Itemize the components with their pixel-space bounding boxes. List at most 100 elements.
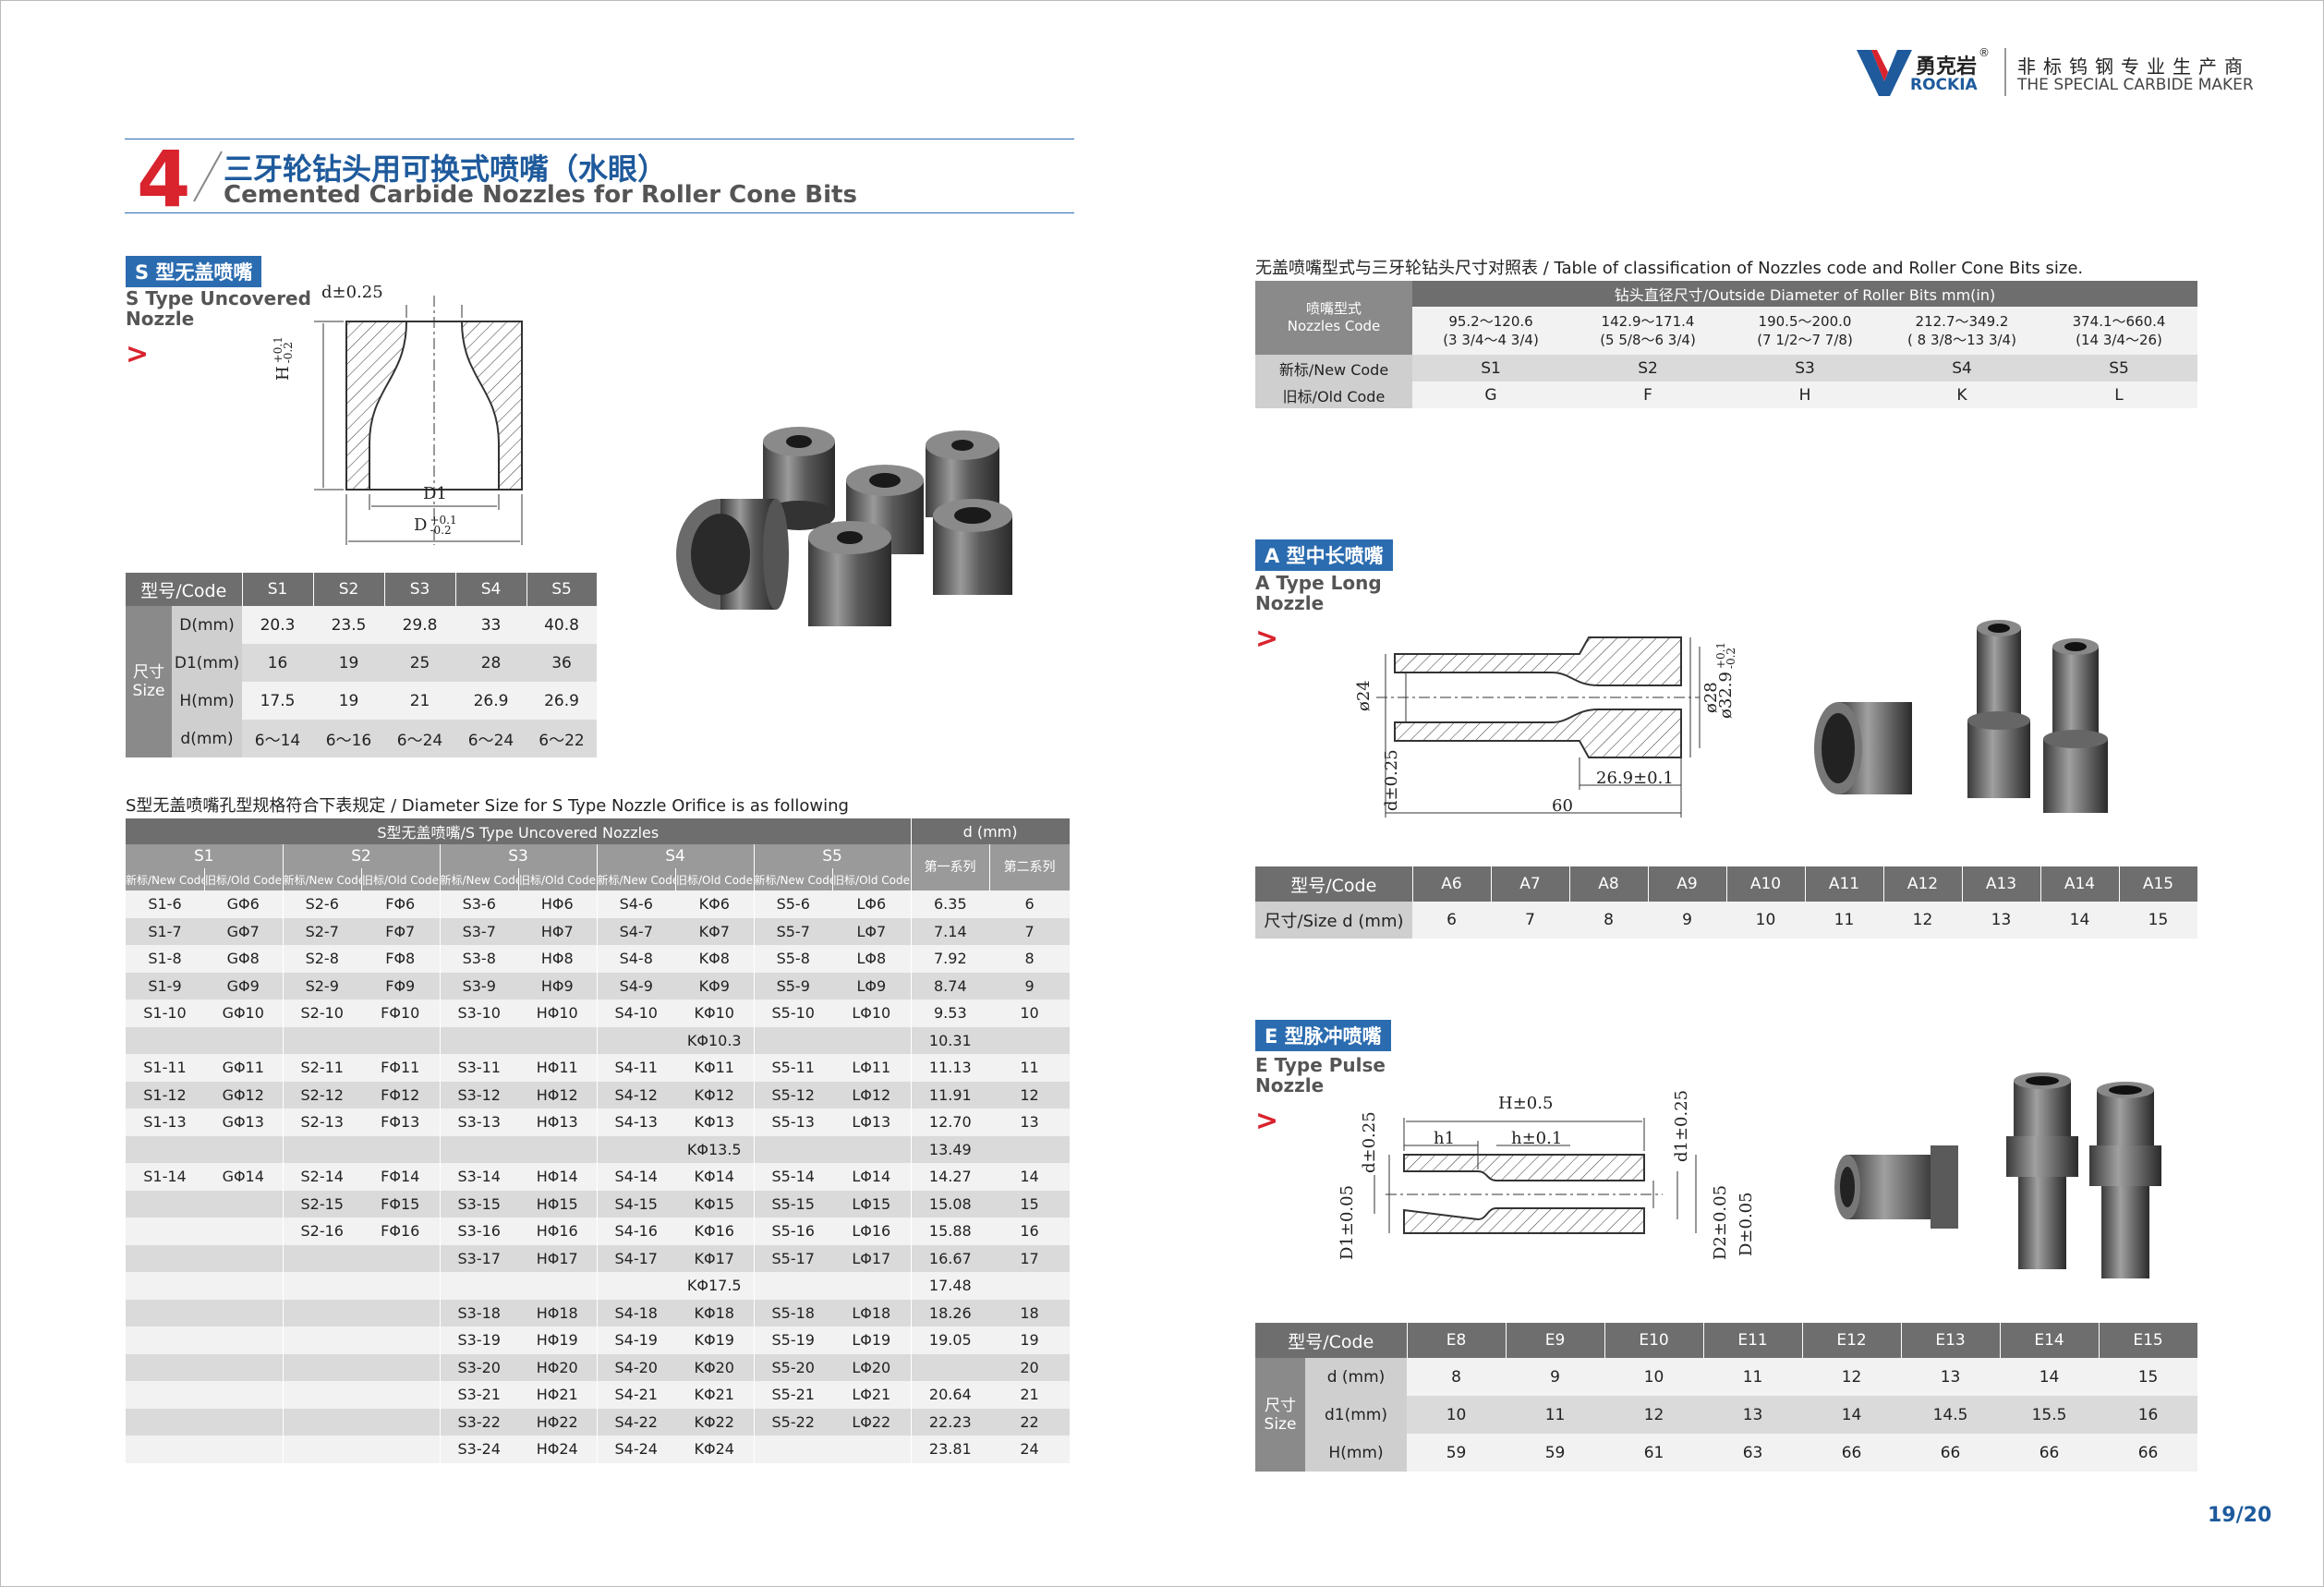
orifice-old-code-label: 旧标/Old Code [361, 868, 441, 890]
e-cell: 12 [1643, 1405, 1664, 1424]
page-number: 19/20 [2208, 1504, 2272, 1527]
orifice-cell: S4-7 [619, 922, 653, 940]
orifice-cell: 6 [1024, 895, 1035, 914]
a-code: A15 [2119, 866, 2198, 902]
e-cell: 8 [1451, 1367, 1461, 1387]
orifice-cell: KΦ6 [675, 890, 755, 918]
orifice-cell: 19.05 [928, 1331, 972, 1350]
orifice-cell: S5-7 [776, 922, 810, 940]
e-code-label: 型号/Code [1255, 1323, 1408, 1358]
orifice-cell: 17 [1020, 1249, 1039, 1267]
e-type-spec-table: 型号/Code E8 E9 E10 E11 E12 E13 E14 E15 尺寸… [1255, 1323, 2198, 1472]
orifice-cell [126, 1218, 204, 1245]
orifice-cell: S3-18 [457, 1303, 501, 1322]
class-header: 钻头直径尺寸/Outside Diameter of Roller Bits m… [1412, 281, 2198, 307]
e-cell: 66 [2039, 1443, 2060, 1462]
orifice-cell: HΦ21 [518, 1381, 598, 1409]
a-cell: 9 [1682, 911, 1692, 929]
class-old-label: 旧标/Old Code [1255, 382, 1412, 408]
orifice-cell: 16.67 [928, 1249, 972, 1267]
orifice-cell: HΦ19 [518, 1327, 598, 1354]
orifice-cell: S2-11 [300, 1059, 344, 1077]
orifice-cell: 11.13 [928, 1059, 972, 1077]
class-old-code: F [1643, 385, 1652, 405]
s-cell: 17.5 [260, 691, 296, 710]
orifice-cell [283, 1272, 361, 1300]
orifice-cell [361, 1381, 441, 1409]
orifice-cell: 6.35 [934, 895, 967, 914]
class-size-mm: 142.9～171.4 [1601, 313, 1695, 330]
e-code: E15 [2099, 1323, 2198, 1358]
orifice-cell: S2-7 [305, 922, 339, 940]
a-code: A11 [1805, 866, 1884, 902]
orifice-cell: 7.92 [934, 950, 967, 968]
e-cell: 10 [1643, 1367, 1664, 1387]
a-cell: 12 [1912, 911, 1933, 929]
orifice-cell: KΦ15 [675, 1190, 755, 1218]
orifice-cell: 17.48 [928, 1277, 972, 1295]
orifice-cell: LΦ6 [832, 890, 912, 918]
s-code-label: 型号/Code [126, 573, 243, 606]
orifice-cell: KΦ11 [675, 1054, 755, 1082]
section-number: 4 [137, 134, 191, 224]
orifice-cell [597, 1136, 675, 1164]
orifice-cell: S4-6 [619, 895, 653, 914]
orifice-cell: S4-22 [614, 1412, 658, 1431]
a-code: A6 [1412, 866, 1492, 902]
orifice-cell: S5-9 [776, 976, 810, 995]
a-code: A12 [1883, 866, 1963, 902]
orifice-cell: S3-9 [462, 976, 496, 995]
orifice-cell: GΦ13 [204, 1108, 284, 1136]
orifice-cell: HΦ20 [518, 1353, 598, 1381]
e-dim-d: d±0.25 [1360, 1111, 1379, 1173]
e-cell: 14.5 [1932, 1405, 1968, 1424]
s-row-label: H(mm) [172, 682, 243, 720]
orifice-cell: S5-13 [771, 1113, 815, 1132]
a-type-name-en: A Type Long Nozzle [1255, 572, 1382, 614]
orifice-cell: S1-13 [143, 1113, 187, 1132]
orifice-cell [126, 1409, 204, 1436]
orifice-cell: GΦ11 [204, 1054, 284, 1082]
s-type-nozzle-photo [665, 425, 1053, 665]
orifice-cell: 24 [1020, 1440, 1039, 1459]
orifice-cell [440, 1027, 518, 1055]
s-cell: 26.9 [473, 691, 509, 710]
orifice-cell: GΦ12 [204, 1081, 284, 1108]
a-cell: 14 [2069, 911, 2090, 929]
orifice-cell [361, 1135, 441, 1163]
s-dim-h: H+0.1-0.2 [272, 336, 295, 381]
orifice-cell: HΦ10 [518, 999, 598, 1027]
orifice-cell [597, 1272, 675, 1300]
s-type-tag: S 型无盖喷嘴 [126, 256, 262, 287]
class-old-code: K [1956, 385, 1967, 405]
orifice-cell: KΦ16 [675, 1218, 755, 1245]
e-dim-h: h±0.1 [1511, 1129, 1563, 1148]
orifice-cell: S2-8 [305, 950, 339, 968]
orifice-cell: S4-20 [614, 1358, 658, 1376]
orifice-cell: LΦ17 [832, 1244, 912, 1272]
orifice-cell: FΦ16 [361, 1218, 441, 1245]
s-size-cn: 尺寸 [133, 663, 164, 682]
orifice-cell: KΦ14 [675, 1163, 755, 1191]
e-code: E12 [1802, 1323, 1902, 1358]
orifice-cell [283, 1300, 361, 1327]
orifice-cell: 15.08 [928, 1194, 972, 1213]
orifice-cell [283, 1327, 361, 1354]
orifice-cell: FΦ15 [361, 1190, 441, 1218]
orifice-cell: FΦ8 [361, 945, 441, 973]
a-type-arrow-icon: > [1255, 623, 1279, 655]
orifice-cell [283, 1381, 361, 1409]
orifice-cell: 15 [1020, 1194, 1039, 1213]
e-cell: 11 [1742, 1367, 1763, 1387]
e-type-arrow-icon: > [1255, 1105, 1279, 1137]
s-type-arrow-icon: > [126, 338, 150, 370]
orifice-cell: GΦ6 [204, 890, 284, 918]
